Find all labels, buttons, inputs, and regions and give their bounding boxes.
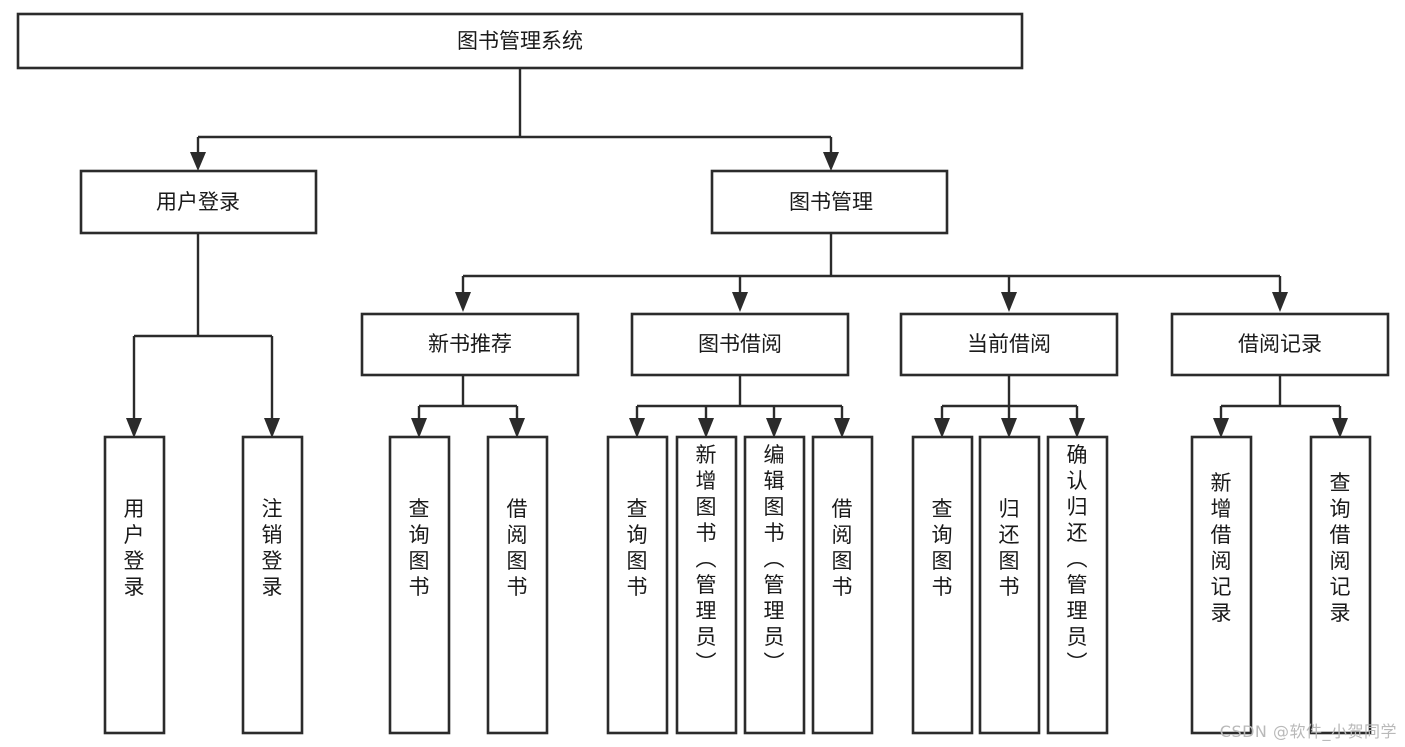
node-leaf-query-record[interactable]: 查询借阅记录 <box>1309 435 1372 735</box>
leaf-edit-book-label: 编辑图书︵管理员︶ <box>764 443 785 675</box>
arrow-leaf-query-record <box>1332 418 1348 438</box>
book-management-box[interactable] <box>710 169 949 235</box>
leaf-user-login-box[interactable] <box>103 435 166 735</box>
arrow-leaf-return-book <box>1001 418 1017 438</box>
arrow-to-current-borrow <box>1001 292 1017 312</box>
arrow-leaf-borrow-book-1 <box>509 418 525 438</box>
leaf-user-logout-label: 注销登录 <box>262 497 283 599</box>
leaf-user-login-label: 用户登录 <box>124 497 145 599</box>
arrow-leaf-add-book <box>698 418 714 438</box>
node-leaf-query-book-1[interactable]: 查询图书 <box>388 435 451 735</box>
leaf-query-book-3-box[interactable] <box>911 435 974 735</box>
leaf-edit-book-box[interactable] <box>743 435 806 735</box>
arrow-leaf-query-book-3 <box>934 418 950 438</box>
leaf-add-record-box[interactable] <box>1190 435 1253 735</box>
root-box[interactable] <box>16 12 1024 70</box>
node-leaf-user-login[interactable]: 用户登录 <box>103 435 166 735</box>
leaf-user-logout-box[interactable] <box>241 435 304 735</box>
arrow-to-borrow-record <box>1272 292 1288 312</box>
leaf-confirm-return-label: 确认归还︵管理员︶ <box>1067 443 1088 675</box>
node-root[interactable]: 图书管理系统 <box>16 12 1024 70</box>
arrow-leaf-add-record <box>1213 418 1229 438</box>
node-new-book-recommend[interactable]: 新书推荐 <box>360 312 580 377</box>
leaf-add-book-label: 新增图书︵管理员︶ <box>696 443 717 675</box>
leaf-query-book-2-box[interactable] <box>606 435 669 735</box>
connector-layer <box>126 68 1348 438</box>
leaf-confirm-return-box[interactable] <box>1046 435 1109 735</box>
leaf-query-book-1-label: 查询图书 <box>409 497 430 599</box>
node-book-borrow[interactable]: 图书借阅 <box>630 312 850 377</box>
root-label: 图书管理系统 <box>457 29 583 53</box>
node-leaf-return-book[interactable]: 归还图书 <box>978 435 1041 735</box>
leaf-return-book-label: 归还图书 <box>999 497 1020 599</box>
leaf-borrow-book-2-box[interactable] <box>811 435 874 735</box>
arrow-to-book-borrow <box>732 292 748 312</box>
leaf-return-book-box[interactable] <box>978 435 1041 735</box>
leaf-borrow-book-2-label: 借阅图书 <box>832 497 853 599</box>
leaf-query-book-2-label: 查询图书 <box>627 497 648 599</box>
leaf-add-record-label: 新增借阅记录 <box>1211 471 1232 625</box>
user-login-label: 用户登录 <box>156 190 240 214</box>
new-book-recommend-box[interactable] <box>360 312 580 377</box>
node-leaf-confirm-return[interactable]: 确认归还︵管理员︶ <box>1046 435 1109 735</box>
node-leaf-borrow-book-1[interactable]: 借阅图书 <box>486 435 549 735</box>
new-book-recommend-label: 新书推荐 <box>428 332 512 356</box>
arrow-leaf-query-book-2 <box>629 418 645 438</box>
node-leaf-borrow-book-2[interactable]: 借阅图书 <box>811 435 874 735</box>
node-user-login[interactable]: 用户登录 <box>79 169 318 235</box>
arrow-leaf-edit-book <box>766 418 782 438</box>
arrow-leaf-confirm-return <box>1069 418 1085 438</box>
node-current-borrow[interactable]: 当前借阅 <box>899 312 1119 377</box>
current-borrow-box[interactable] <box>899 312 1119 377</box>
arrow-leaf-user-login <box>126 418 142 438</box>
leaf-borrow-book-1-label: 借阅图书 <box>507 497 528 599</box>
arrow-to-user-login <box>190 152 206 171</box>
leaf-query-record-label: 查询借阅记录 <box>1330 471 1351 625</box>
arrow-leaf-query-book-1 <box>411 418 427 438</box>
leaf-query-record-box[interactable] <box>1309 435 1372 735</box>
leaf-borrow-book-1-box[interactable] <box>486 435 549 735</box>
book-management-label: 图书管理 <box>789 190 873 214</box>
current-borrow-label: 当前借阅 <box>967 332 1051 356</box>
node-leaf-edit-book[interactable]: 编辑图书︵管理员︶ <box>743 435 806 735</box>
leaf-add-book-box[interactable] <box>675 435 738 735</box>
borrow-record-box[interactable] <box>1170 312 1390 377</box>
borrow-record-label: 借阅记录 <box>1238 332 1322 356</box>
node-leaf-add-record[interactable]: 新增借阅记录 <box>1190 435 1253 735</box>
arrow-leaf-user-logout <box>264 418 280 438</box>
node-borrow-record[interactable]: 借阅记录 <box>1170 312 1390 377</box>
leaf-query-book-1-box[interactable] <box>388 435 451 735</box>
arrow-leaf-borrow-book-2 <box>834 418 850 438</box>
user-login-box[interactable] <box>79 169 318 235</box>
node-leaf-query-book-2[interactable]: 查询图书 <box>606 435 669 735</box>
arrow-to-new-book-recommend <box>455 292 471 312</box>
node-leaf-user-logout[interactable]: 注销登录 <box>241 435 304 735</box>
book-borrow-label: 图书借阅 <box>698 332 782 356</box>
arrow-to-book-management <box>823 152 839 171</box>
node-leaf-add-book[interactable]: 新增图书︵管理员︶ <box>675 435 738 735</box>
leaf-query-book-3-label: 查询图书 <box>932 497 953 599</box>
node-leaf-query-book-3[interactable]: 查询图书 <box>911 435 974 735</box>
node-book-management[interactable]: 图书管理 <box>710 169 949 235</box>
book-borrow-box[interactable] <box>630 312 850 377</box>
